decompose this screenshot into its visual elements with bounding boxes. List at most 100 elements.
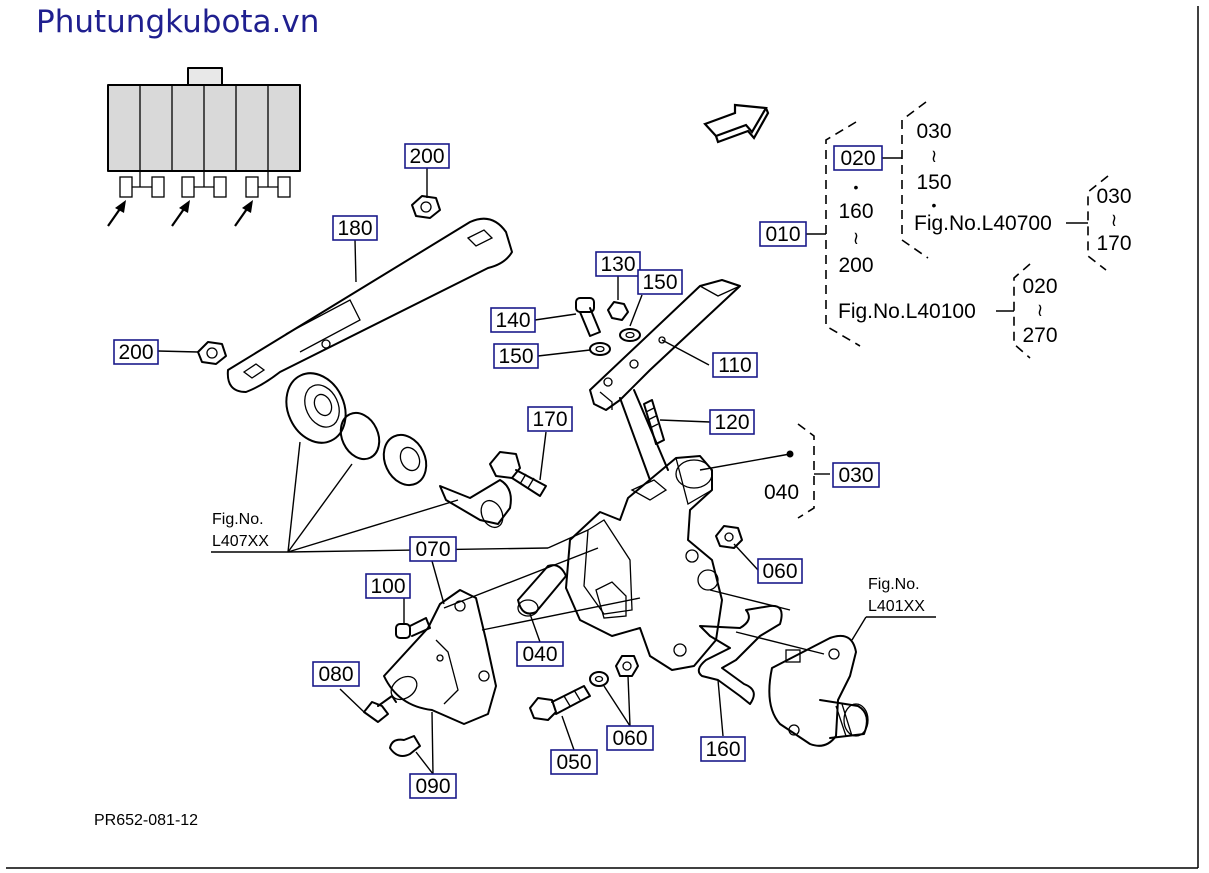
part-160-spring [697, 604, 783, 705]
callout-150-upper: 150 [637, 269, 683, 295]
group-tree [806, 101, 1109, 359]
bearing-assembly-l407 [285, 372, 512, 529]
svg-text:110: 110 [718, 354, 751, 377]
svg-text:170: 170 [532, 408, 567, 431]
part-150-washer-b [619, 328, 641, 342]
svg-text:010: 010 [765, 223, 800, 246]
callout-060-lower: 060 [606, 725, 654, 751]
svg-text:120: 120 [714, 411, 749, 434]
location-inset [107, 67, 301, 227]
ref-l40100: Fig.No.L40100 [838, 300, 976, 323]
part-170-bolt [489, 451, 547, 497]
callout-130: 130 [595, 251, 641, 277]
sub3-270: 270 [1022, 324, 1057, 347]
svg-text:130: 130 [600, 253, 635, 276]
callout-040: 040 [516, 641, 564, 667]
part-110-lever-plate [589, 279, 741, 481]
tree-dot: • [854, 179, 859, 195]
callout-160: 160 [700, 736, 746, 762]
sub2-170: 170 [1096, 232, 1131, 255]
part-150-washer-a [589, 342, 611, 356]
leader-lines [157, 168, 936, 775]
tree-tilde: ≀ [853, 228, 860, 248]
fig-l407-line1: Fig.No. [212, 511, 264, 528]
svg-text:200: 200 [118, 341, 153, 364]
sub1-tilde: ≀ [931, 146, 938, 166]
svg-text:150: 150 [642, 271, 677, 294]
part-200-nut-lower [197, 341, 227, 365]
fig-l407-line2: L407XX [212, 533, 269, 550]
svg-text:070: 070 [415, 538, 450, 561]
fig-l401-line1: Fig.No. [868, 576, 920, 593]
part-090-cap [389, 735, 421, 757]
callout-090: 090 [409, 773, 457, 799]
callout-020: 020 [833, 145, 883, 171]
label-040-bracket: 040 [764, 481, 799, 504]
main-pivot-housing [565, 453, 791, 671]
svg-text:180: 180 [337, 217, 372, 240]
callout-080: 080 [312, 661, 360, 687]
callout-070: 070 [409, 536, 457, 562]
sub3-tilde: ≀ [1037, 300, 1044, 320]
svg-text:030: 030 [838, 464, 873, 487]
part-060-nut-upper [715, 525, 743, 549]
callout-200-upper: 200 [404, 143, 450, 169]
part-130-nut [607, 301, 629, 321]
front-direction-arrow-icon [703, 103, 770, 144]
callout-170: 170 [527, 406, 573, 432]
svg-text:040: 040 [522, 643, 557, 666]
part-120-pin [643, 399, 665, 445]
tree-200: 200 [838, 254, 873, 277]
part-060-washer-lower [589, 671, 609, 687]
part-200-nut-upper [411, 195, 441, 219]
callout-200-lower: 200 [113, 339, 159, 365]
bracket-030-040 [786, 423, 830, 519]
sub1-030: 030 [916, 120, 951, 143]
part-070-cover [383, 589, 497, 725]
callout-110: 110 [712, 352, 758, 378]
svg-text:160: 160 [705, 738, 740, 761]
svg-text:090: 090 [415, 775, 450, 798]
callout-010: 010 [759, 221, 807, 247]
sub3-020: 020 [1022, 275, 1057, 298]
svg-text:080: 080 [318, 663, 353, 686]
callout-050: 050 [550, 749, 598, 775]
tree-160: 160 [838, 200, 873, 223]
location-arrow-icon [107, 200, 253, 227]
callout-030: 030 [832, 462, 880, 488]
svg-text:200: 200 [409, 145, 444, 168]
callout-150-lower: 150 [493, 343, 539, 369]
callout-060-upper: 060 [757, 558, 803, 584]
shaft-assembly-l401 [768, 634, 869, 747]
fig-l401-line2: L401XX [868, 598, 925, 615]
sub2-030: 030 [1096, 185, 1131, 208]
tree-texts: • 160 ≀ 200 Fig.No.L40100 030 ≀ 150 • Fi… [838, 120, 1132, 347]
drawing-code: PR652-081-12 [94, 812, 199, 829]
svg-text:020: 020 [840, 147, 875, 170]
sub1-dot: • [932, 197, 937, 213]
svg-text:060: 060 [612, 727, 647, 750]
site-watermark: Phutungkubota.vn [36, 4, 320, 40]
annotations: 040 Fig.No. L407XX Fig.No. L401XX [212, 481, 925, 615]
part-080-grease-fitting [363, 695, 397, 723]
svg-text:050: 050 [556, 751, 591, 774]
callout-100: 100 [365, 573, 411, 599]
callout-labels: 200 180 200 130 150 140 150 110 170 120 … [113, 143, 883, 799]
part-140-bolt [575, 297, 601, 337]
part-050-bolt [529, 685, 591, 721]
svg-text:140: 140 [495, 309, 530, 332]
part-040-bushing [517, 564, 567, 617]
svg-text:100: 100 [370, 575, 405, 598]
svg-text:060: 060 [762, 560, 797, 583]
ref-l40700: Fig.No.L40700 [914, 212, 1052, 235]
part-060-nut-lower [615, 655, 639, 677]
sub2-tilde: ≀ [1111, 210, 1118, 230]
part-180-link-arm [226, 217, 513, 393]
svg-text:150: 150 [498, 345, 533, 368]
callout-120: 120 [709, 409, 755, 435]
part-100-screw [395, 617, 431, 639]
callout-140: 140 [490, 307, 536, 333]
sub1-150: 150 [916, 171, 951, 194]
callout-180: 180 [332, 215, 378, 241]
